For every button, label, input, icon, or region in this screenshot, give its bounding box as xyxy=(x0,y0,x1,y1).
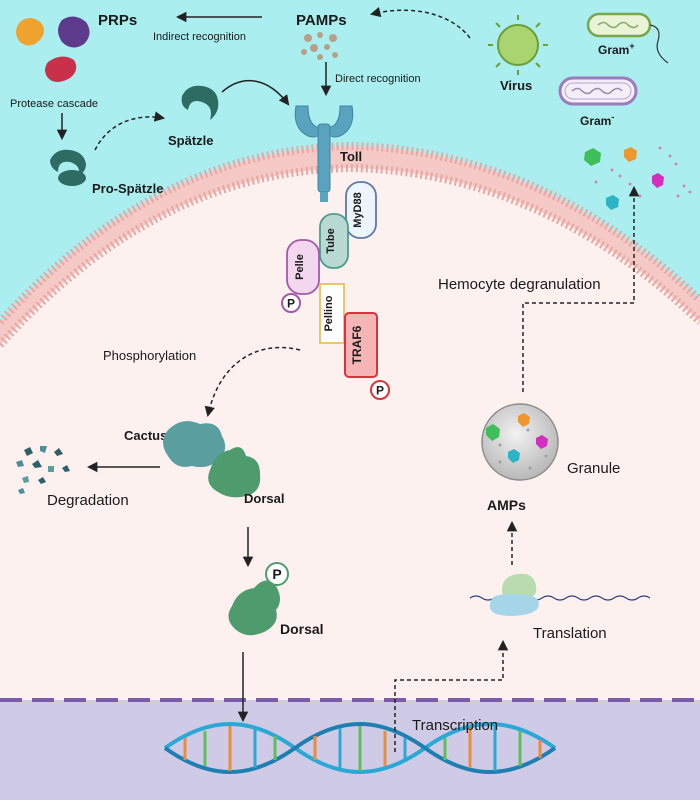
pellino-label: Pellino xyxy=(323,295,335,331)
degradation-label: Degradation xyxy=(47,492,129,509)
tube-box: Tube xyxy=(319,213,349,269)
dorsal-phospho-badge: P xyxy=(265,562,289,586)
spatzle-protein xyxy=(181,85,219,120)
gram-negative-label: Gram- xyxy=(580,112,614,128)
phosphorylation-label: Phosphorylation xyxy=(103,348,196,363)
pathogen-to-pamps-arrow xyxy=(369,6,471,39)
cytoplasm xyxy=(0,168,700,800)
activation-arrow xyxy=(94,111,166,151)
virus-label: Virus xyxy=(500,78,532,93)
pro-spatzle-protein xyxy=(50,149,86,186)
degradation-fragments xyxy=(16,446,70,494)
tube-label: Tube xyxy=(325,228,337,253)
prp-proteins xyxy=(16,16,90,82)
dorsal-label: Dorsal xyxy=(280,621,324,637)
pelle-label: Pelle xyxy=(294,254,306,280)
traf6-label: TRAF6 xyxy=(350,325,364,364)
hemocyte-degranulation-label: Hemocyte degranulation xyxy=(438,276,601,293)
phosphorylation-arrow xyxy=(204,346,301,418)
svg-text:P: P xyxy=(376,384,384,398)
dna-helix-icon xyxy=(163,722,557,774)
dorsal-complex-label: Dorsal xyxy=(244,491,284,506)
pellino-box: Pellino xyxy=(319,283,345,344)
traf6-box: TRAF6 xyxy=(344,312,378,378)
spatzle-binding-arrow xyxy=(221,79,290,106)
svg-text:P: P xyxy=(272,566,281,582)
direct-recognition-label: Direct recognition xyxy=(335,73,421,85)
dorsal-protein xyxy=(228,580,280,636)
spatzle-label: Spätzle xyxy=(168,133,214,148)
gram-positive-label: Gram+ xyxy=(598,41,635,57)
membrane-heads-outer xyxy=(0,141,700,325)
ribosome-icon xyxy=(489,573,539,616)
cactus-protein xyxy=(163,421,226,468)
virus-icon xyxy=(488,15,548,75)
gram-positive-bacterium-icon xyxy=(586,12,669,64)
myd88-label: MyD88 xyxy=(352,192,364,227)
svg-text:P: P xyxy=(287,297,295,311)
degranulation-arrow xyxy=(522,185,640,392)
cactus-label: Cactus xyxy=(124,428,167,443)
gram-negative-bacterium-icon xyxy=(558,76,638,106)
pelle-box: Pelle xyxy=(286,239,320,295)
granule-label: Granule xyxy=(567,460,620,477)
protease-cascade-label: Protease cascade xyxy=(10,98,98,110)
pamps-label: PAMPs xyxy=(296,12,347,29)
nucleus xyxy=(0,700,700,800)
toll-receptor xyxy=(294,105,354,202)
myd88-box: MyD88 xyxy=(345,181,377,239)
granule-icon xyxy=(481,403,559,481)
pelle-phospho-badge: P xyxy=(281,293,301,313)
translation-label: Translation xyxy=(533,625,607,642)
transcription-label: Transcription xyxy=(412,717,498,734)
pamp-particles xyxy=(301,32,338,60)
pro-spatzle-label: Pro-Spätzle xyxy=(92,181,164,196)
dorsal-protein-complex xyxy=(208,447,261,498)
toll-label: Toll xyxy=(340,149,362,164)
transcription-arrow xyxy=(394,639,509,752)
amps-label: AMPs xyxy=(487,497,526,513)
prps-label: PRPs xyxy=(98,12,137,29)
released-amps xyxy=(584,146,692,210)
traf6-phospho-badge: P xyxy=(370,380,390,400)
indirect-recognition-label: Indirect recognition xyxy=(153,31,246,43)
